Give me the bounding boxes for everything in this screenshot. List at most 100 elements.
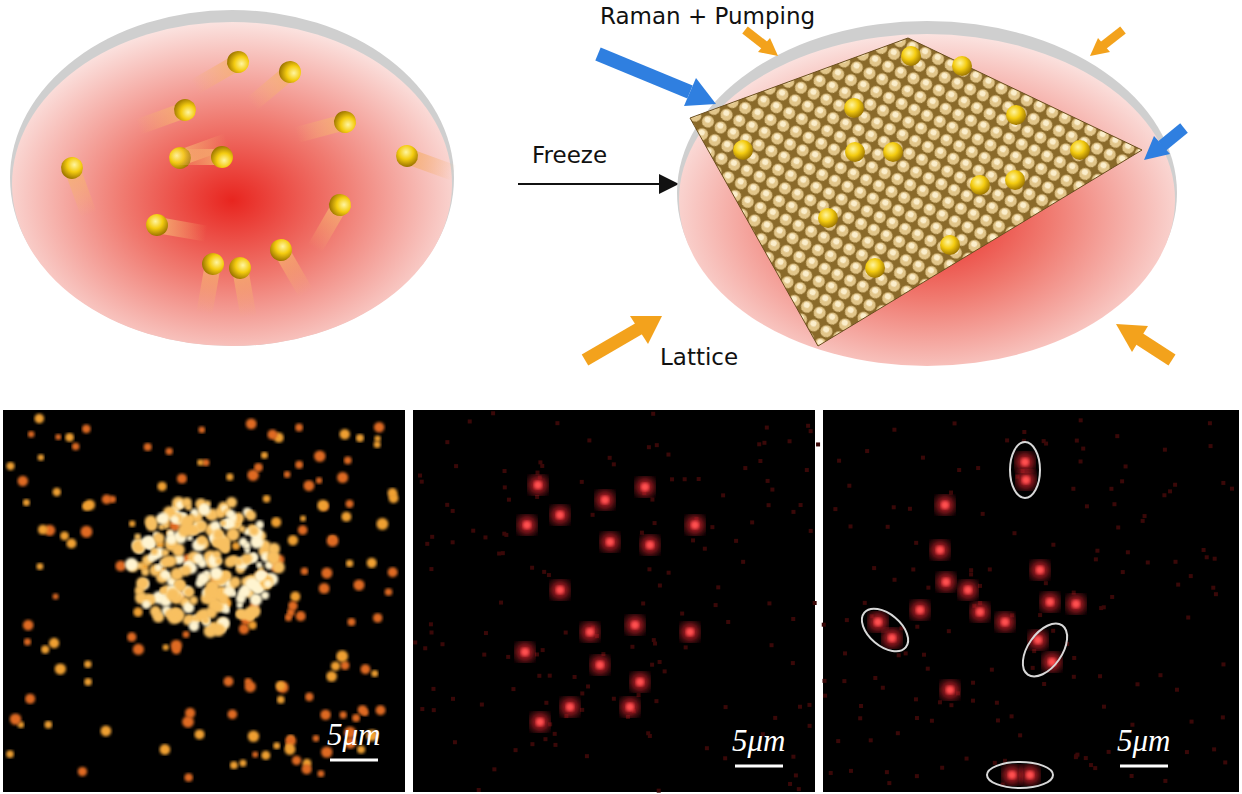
spot [276,681,286,691]
atom-ball [970,175,990,195]
spot [49,638,59,648]
noise [822,623,826,627]
noise [491,411,495,415]
noise [872,566,876,570]
noise [1099,606,1103,610]
noise [915,774,919,778]
noise [758,459,762,463]
noise [1168,489,1172,493]
noise [971,699,975,703]
spot [28,431,35,438]
spot [267,429,277,439]
atom-ball [266,235,296,265]
fluorescence-spots [6,411,1234,792]
noise [1173,560,1177,564]
noise [893,578,897,582]
spot [531,713,549,731]
noise [897,653,901,657]
image-panel [413,410,815,792]
beam-label: Raman + Pumping [600,4,815,29]
noise [507,498,511,502]
spot [534,481,542,489]
noise [1012,531,1016,535]
spot [346,560,353,567]
noise [586,684,590,688]
spot [134,534,141,541]
noise [957,468,961,472]
spot [1008,771,1016,779]
noise [530,742,534,746]
spot [256,562,262,568]
noise [938,700,942,704]
noise [808,724,812,728]
spot [601,533,619,551]
noise [1175,688,1179,692]
noise [471,529,475,533]
noise [1163,448,1167,452]
noise [535,652,539,656]
noise [653,642,657,646]
noise [965,757,969,761]
noise [451,509,455,513]
noise [544,701,548,705]
noise [1042,682,1046,686]
spot [305,693,314,702]
spot [271,557,277,563]
spot [337,472,348,483]
spot [166,588,179,601]
noise [767,503,771,507]
spot [374,422,385,433]
spot [150,606,161,617]
spot [1022,476,1030,484]
atom [245,57,306,113]
noise [816,442,820,446]
noise [799,503,803,507]
spot [314,450,326,462]
noise [885,770,889,774]
spot [84,678,92,686]
atom-ball [58,154,86,182]
noise [530,566,534,570]
spot [641,536,659,554]
noise [829,771,833,775]
noise [770,643,774,647]
spot [245,577,259,591]
noise [483,535,487,539]
noise [553,732,557,736]
spot [941,681,959,699]
noise [1115,434,1119,438]
spot [160,744,171,755]
spot [195,729,205,739]
scale-bars [330,760,1168,766]
spot [295,461,303,469]
spot [626,616,644,634]
atom [294,109,359,146]
noise [580,691,584,695]
spot [971,603,989,621]
spot [284,471,291,478]
noise [1126,550,1130,554]
noise [1075,439,1079,443]
spot [23,499,30,506]
noise [430,535,434,539]
spot [321,568,332,579]
noise [612,697,616,701]
noise [805,468,809,472]
noise [425,542,429,546]
atom-ball [171,96,199,124]
noise [503,485,507,489]
noise [797,787,801,791]
spot [250,536,263,549]
image-panel [823,410,1239,792]
spot [319,583,330,594]
spot [136,577,149,590]
noise [843,651,847,655]
noise [926,586,930,590]
noise [501,551,505,555]
noise [503,469,507,473]
noise [480,703,484,707]
noise [1143,514,1147,518]
noise [564,631,568,635]
noise [547,573,551,577]
